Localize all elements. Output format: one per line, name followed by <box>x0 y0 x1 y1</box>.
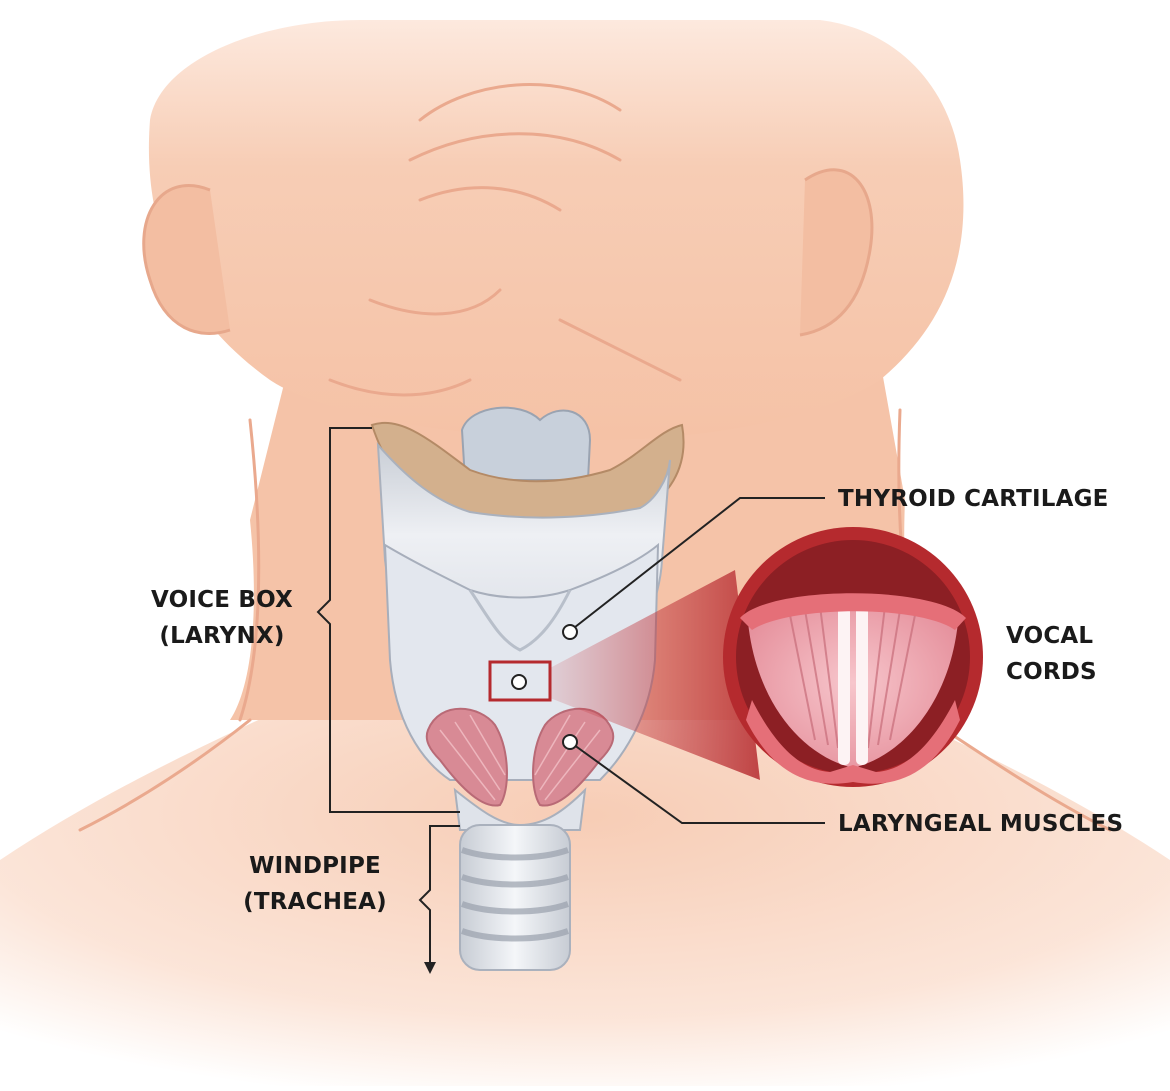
label-laryngeal-muscles: LARYNGEAL MUSCLES <box>838 811 1124 837</box>
shoulders <box>0 700 1170 1086</box>
zoom-beam <box>550 570 760 780</box>
muscle-left <box>425 707 508 807</box>
label-thyroid-cartilage: THYROID CARTILAGE <box>838 486 1109 512</box>
label-voice-box: VOICE BOX (LARYNX) <box>151 587 293 649</box>
marker-dots <box>511 624 578 750</box>
ear-left <box>142 184 231 335</box>
label-vocal-cords: VOCAL CORDS <box>1006 623 1097 685</box>
epiglottis <box>460 406 592 481</box>
leader-lines <box>316 427 825 965</box>
zoom-box <box>488 660 552 702</box>
head <box>148 20 964 440</box>
vocal-cords-inset <box>723 527 983 787</box>
windpipe-arrow <box>424 962 436 974</box>
ear-right <box>799 168 874 337</box>
label-windpipe: WINDPIPE (TRACHEA) <box>243 853 387 915</box>
trachea <box>459 824 571 971</box>
muscle-right <box>532 707 615 807</box>
